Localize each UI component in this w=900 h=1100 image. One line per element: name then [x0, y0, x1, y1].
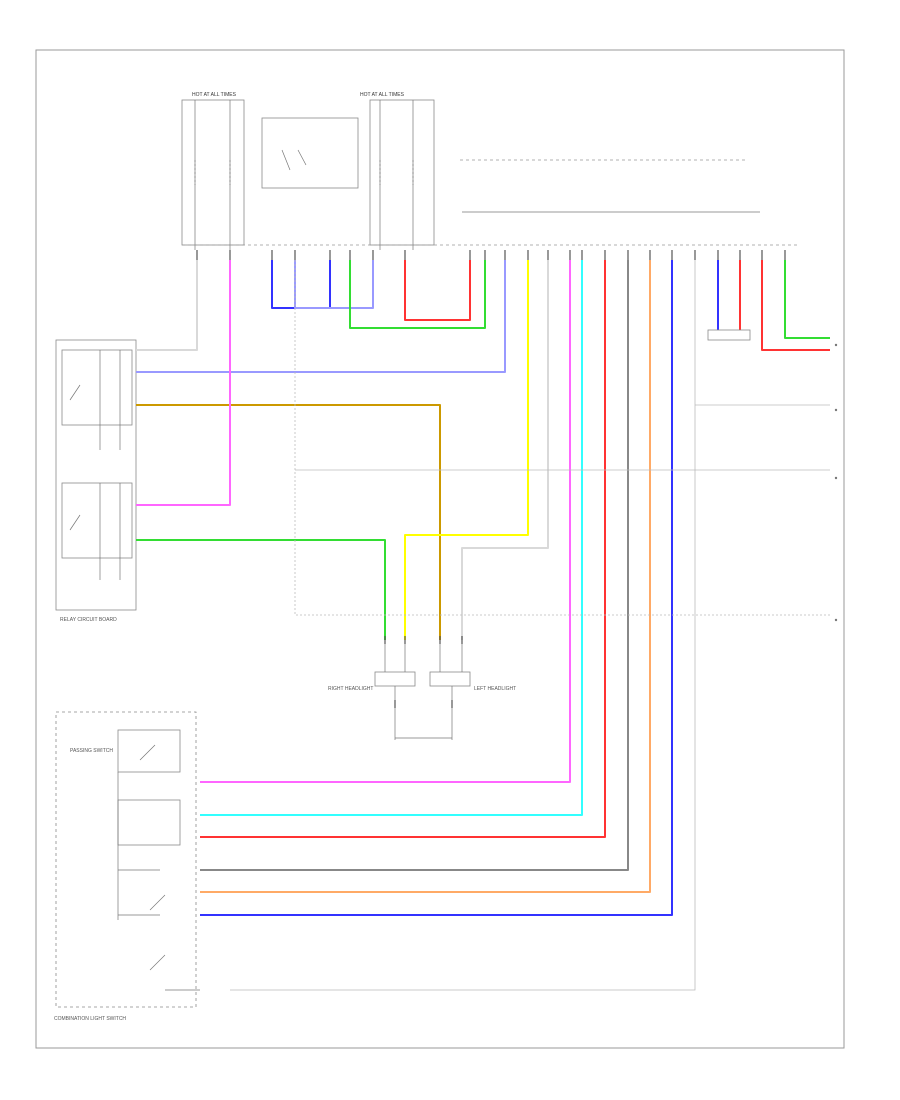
passing-switch-contact — [139, 744, 156, 761]
wires — [136, 260, 830, 916]
wire-blue-1 — [200, 260, 673, 916]
fuse-box-right — [369, 99, 435, 246]
wire-green-edge — [784, 260, 830, 339]
wire-yellow-1 — [404, 260, 529, 640]
diagram-frame — [35, 49, 845, 1049]
hot-at-all-times-label-1: HOT AT ALL TIMES — [192, 92, 237, 98]
connector-marks-headlights — [384, 636, 463, 708]
headlight-switch-contacts — [149, 894, 200, 991]
fuse-box-left — [181, 99, 245, 246]
wire-green-1 — [136, 539, 386, 640]
wire-pink-1 — [136, 260, 231, 506]
edge-terminals — [834, 343, 838, 622]
wire-peach-1 — [200, 260, 651, 893]
relay-coils — [69, 350, 121, 580]
combination-light-switch-label: COMBINATION LIGHT SWITCH — [54, 1016, 126, 1022]
wire-pink-2 — [200, 260, 571, 783]
relay-circuit-board-label: RELAY CIRCUIT BOARD — [60, 617, 117, 623]
wire-green-loop — [349, 260, 486, 329]
headlight-right: RIGHT HEADLIGHT — [328, 640, 416, 692]
wire-cyan-1 — [200, 260, 583, 816]
wire-red-edge — [761, 260, 830, 351]
relay-circuit-board — [55, 339, 137, 611]
wire-lightblue-1 — [136, 260, 506, 373]
relay-box-center — [261, 117, 359, 189]
wire-blue-loop — [271, 260, 331, 309]
wire-white-2 — [461, 260, 549, 640]
left-headlight-relay — [61, 349, 133, 426]
diode-box — [707, 329, 751, 341]
right-headlight-relay — [61, 482, 133, 559]
wire-lightblue-loop — [294, 260, 374, 309]
fuse-columns — [194, 100, 414, 250]
connector-pins — [196, 250, 786, 260]
headlight-left: LEFT HEADLIGHT — [429, 640, 516, 692]
wire-orange-1 — [136, 404, 441, 640]
wire-white-1 — [136, 260, 198, 351]
left-headlight-label: LEFT HEADLIGHT — [474, 686, 516, 692]
dimmer-switch-box — [117, 799, 181, 846]
passing-switch-label: PASSING SWITCH — [70, 748, 113, 754]
relay-contact — [281, 149, 307, 171]
wire-red-loop — [404, 260, 471, 321]
passing-switch-box — [117, 729, 181, 773]
right-headlight-label: RIGHT HEADLIGHT — [328, 686, 373, 692]
signal-lines — [230, 260, 830, 991]
headlight-ground-wires — [394, 686, 453, 740]
combination-light-switch-box — [55, 711, 197, 1008]
wire-gray-1 — [200, 260, 629, 871]
wire-red-1 — [200, 260, 606, 838]
switch-bus — [117, 772, 160, 920]
hot-at-all-times-label-2: HOT AT ALL TIMES — [360, 92, 405, 98]
